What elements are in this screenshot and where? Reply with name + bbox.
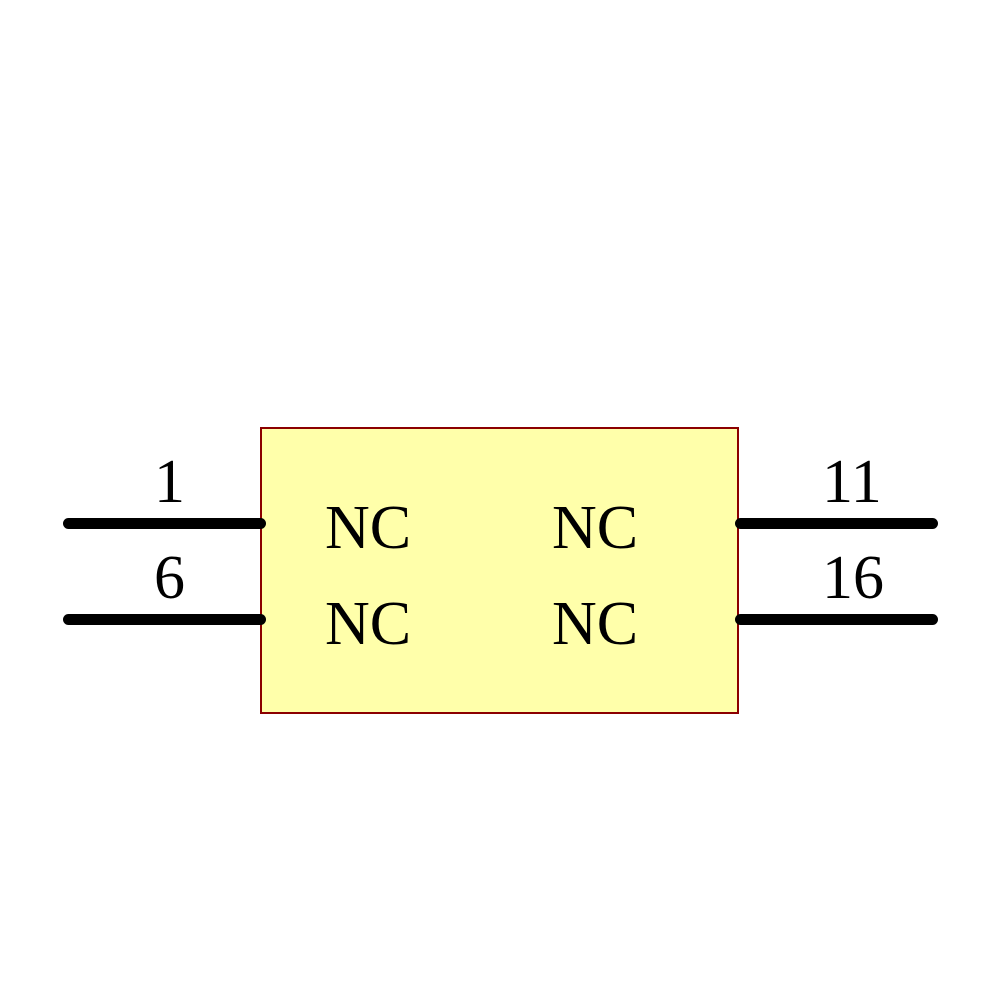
- pin-wire-right-16[interactable]: [735, 614, 938, 625]
- component-body: [260, 427, 739, 714]
- pin-label-right-bottom: NC: [552, 590, 639, 658]
- pin-label-left-top: NC: [325, 494, 412, 562]
- pin-number-left-top: 1: [154, 448, 185, 516]
- pin-number-right-bottom: 16: [822, 544, 884, 612]
- pin-wire-left-6[interactable]: [63, 614, 266, 625]
- pin-wire-left-1[interactable]: [63, 518, 266, 529]
- pin-label-left-bottom: NC: [325, 590, 412, 658]
- pin-label-right-top: NC: [552, 494, 639, 562]
- pin-number-right-top: 11: [822, 448, 882, 516]
- pin-wire-right-11[interactable]: [735, 518, 938, 529]
- pin-number-left-bottom: 6: [154, 544, 185, 612]
